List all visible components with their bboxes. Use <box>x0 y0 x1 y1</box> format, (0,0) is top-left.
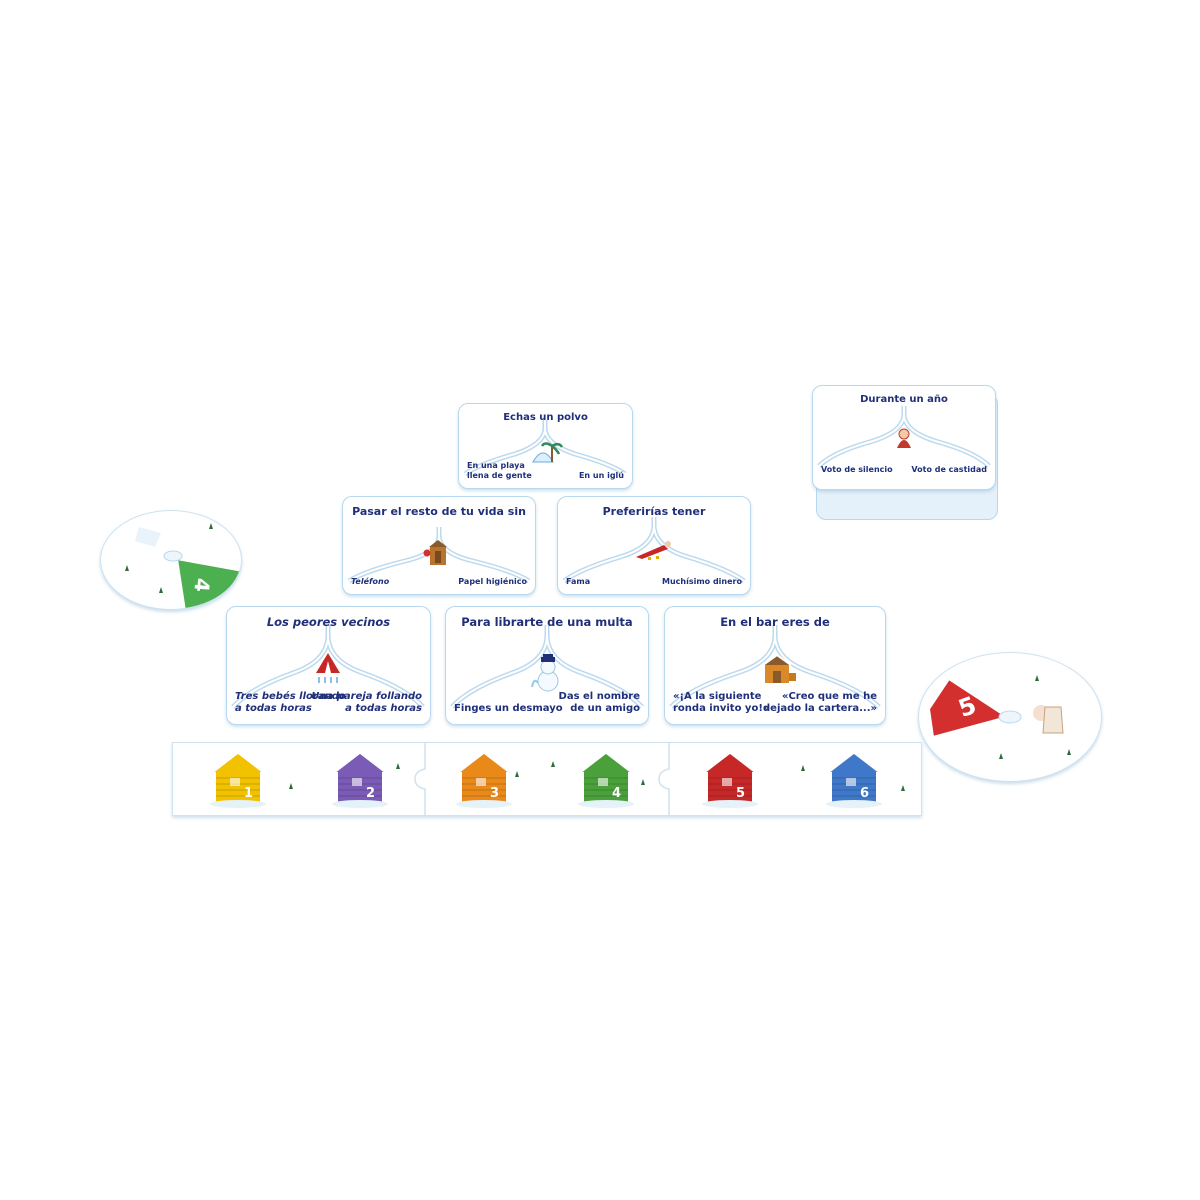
spinner-disc-5[interactable]: 5 <box>918 652 1102 782</box>
cabin-icon <box>456 750 512 808</box>
cabin-number: 1 <box>244 786 254 801</box>
card-title: Para librarte de una multa <box>461 615 633 629</box>
deck-top-card[interactable]: Durante un año Voto de silencio Voto de … <box>812 385 996 490</box>
cabin-icon <box>332 750 388 808</box>
cabin-icon <box>702 750 758 808</box>
card-title: Echas un polvo <box>503 412 588 423</box>
cabin-number: 2 <box>366 786 376 801</box>
card-para-librarte-de-una-multa[interactable]: Para librarte de una multa Finges un des… <box>445 606 649 725</box>
card-echas-un-polvo[interactable]: Echas un polvo En una playa llena de gen… <box>458 403 633 489</box>
strip-joins <box>289 743 905 815</box>
option-right: Das el nombre de un amigo <box>558 691 640 714</box>
cabin-4: 4 <box>576 748 636 808</box>
spinner-graphic <box>927 675 1071 759</box>
card-branch-lines <box>463 420 627 477</box>
option-right: Voto de castidad <box>911 465 987 474</box>
cabin-number: 6 <box>860 786 870 801</box>
card-branch-lines <box>562 517 746 584</box>
option-right: «Creo que me he dejado la cartera...» <box>763 691 877 714</box>
snowman-police-icon <box>531 654 559 692</box>
card-branch-lines <box>231 625 425 709</box>
card-en-el-bar-eres-de[interactable]: En el bar eres de «¡A la siguiente ronda… <box>664 606 886 725</box>
cabin-number: 3 <box>490 786 500 801</box>
card-preferirias-tener[interactable]: Preferirías tener Fama Muchísimo dinero <box>557 496 751 595</box>
bar-cabin-icon <box>762 653 796 683</box>
option-right: Papel higiénico <box>458 577 527 586</box>
cabin-6: 6 <box>824 748 884 808</box>
outhouse-icon <box>423 540 447 565</box>
house-track-strip <box>172 742 922 816</box>
card-title: Preferirías tener <box>602 505 706 518</box>
option-left: «¡A la siguiente ronda invito yo!» <box>673 691 770 714</box>
card-title: Pasar el resto de tu vida sin <box>352 505 526 518</box>
card-title: En el bar eres de <box>720 615 830 629</box>
option-left: Voto de silencio <box>821 465 893 474</box>
cabin-number: 5 <box>736 786 746 801</box>
option-left: Finges un desmayo <box>454 703 563 714</box>
option-left: Teléfono <box>351 577 390 586</box>
spinner-number: 4 <box>189 577 215 593</box>
cabin-icon <box>826 750 882 808</box>
cabin-number: 4 <box>612 786 622 801</box>
option-left: Fama <box>566 577 591 586</box>
igloo-palm-icon <box>532 442 563 463</box>
red-carpet-icon <box>636 541 671 560</box>
option-left: En una playa llena de gente <box>467 461 532 480</box>
cabin-1: 1 <box>208 748 268 808</box>
option-left: Tres bebés llorando a todas horas <box>235 691 346 714</box>
option-right: Una pareja follando a todas horas <box>311 691 422 714</box>
cabin-2: 2 <box>330 748 390 808</box>
option-right: En un iglú <box>578 471 624 480</box>
spinner-graphic <box>125 523 241 609</box>
cabin-icon <box>210 750 266 808</box>
card-title: Los peores vecinos <box>266 615 391 629</box>
option-right: Muchísimo dinero <box>662 577 742 586</box>
card-branch-lines <box>669 625 881 709</box>
spinner-disc-4[interactable]: 4 <box>100 510 242 610</box>
cabin-3: 3 <box>454 748 514 808</box>
card-branch-lines <box>817 406 991 468</box>
monk-icon <box>897 428 911 448</box>
card-title: Durante un año <box>860 394 948 405</box>
card-los-peores-vecinos[interactable]: Los peores vecinos Tres bebés llorando a… <box>226 606 431 725</box>
tent-icon <box>316 653 340 683</box>
card-pasar-el-resto[interactable]: Pasar el resto de tu vida sin Teléfono P… <box>342 496 536 595</box>
cabin-5: 5 <box>700 748 760 808</box>
cabin-icon <box>578 750 634 808</box>
card-branch-lines <box>450 625 644 709</box>
